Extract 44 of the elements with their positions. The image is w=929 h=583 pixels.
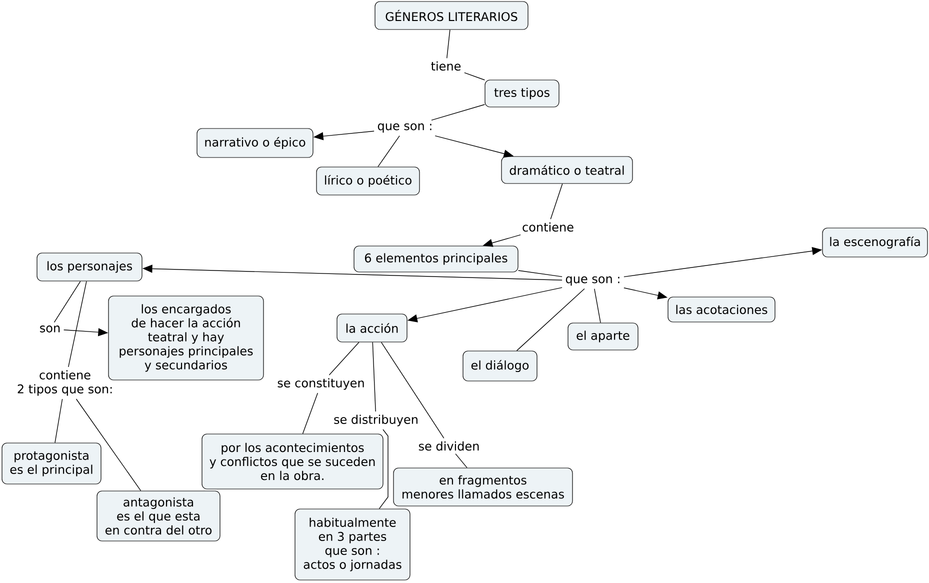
connector-line bbox=[68, 280, 87, 368]
concept-box: tres tipos bbox=[484, 80, 560, 108]
concept-box: 6 elementos principales bbox=[354, 246, 518, 272]
concept-box: por los acontecimientos y conflictos que se suceden en la obra. bbox=[202, 434, 384, 490]
connector-line bbox=[380, 342, 444, 438]
linking-phrase: se dividen bbox=[418, 441, 479, 451]
concept-box: las acotaciones bbox=[668, 296, 776, 322]
linking-phrase: que son : bbox=[566, 276, 620, 286]
concept-box: antagonista es el que esta en contra del otro bbox=[96, 490, 220, 542]
linking-phrase: son bbox=[40, 326, 60, 332]
concept-box: en fragmentos menores llamados escenas bbox=[393, 468, 573, 506]
connector-line bbox=[550, 183, 563, 220]
connector-line bbox=[302, 392, 318, 434]
connector-line bbox=[455, 453, 468, 468]
linking-phrase: se constituyen bbox=[278, 378, 364, 390]
connector-line bbox=[328, 342, 360, 376]
concept-box: la acción bbox=[336, 314, 408, 342]
connector-line bbox=[76, 398, 142, 492]
concept-box: la escenografía bbox=[822, 228, 928, 258]
connector-line bbox=[516, 288, 585, 352]
concept-box: habitualmente en 3 partes que son : actos o jornadas bbox=[294, 508, 410, 580]
connector-line bbox=[446, 29, 450, 58]
concept-box: narrativo o épico bbox=[196, 128, 314, 158]
concept-box: lírico o poético bbox=[316, 166, 420, 196]
connector-line bbox=[518, 270, 562, 278]
connector-line bbox=[54, 398, 63, 444]
connector-line bbox=[378, 429, 388, 510]
linking-phrase: se distribuyen bbox=[334, 414, 418, 426]
connector-line bbox=[464, 72, 486, 80]
concept-box: protagonista es el principal bbox=[2, 442, 102, 484]
concept-box: el diálogo bbox=[462, 350, 538, 382]
concept-box: los encargados de hacer la acción teatral y hay personajes principales y secundarios bbox=[108, 296, 264, 380]
connector-line bbox=[594, 288, 601, 324]
concept-box: los personajes bbox=[36, 252, 142, 282]
linking-phrase: que son : bbox=[378, 123, 432, 133]
connector-line bbox=[54, 280, 81, 323]
concept-box: dramático o teatral bbox=[501, 156, 633, 184]
connector-line bbox=[431, 104, 486, 121]
linking-phrase: tiene bbox=[431, 61, 461, 71]
connector-line bbox=[378, 135, 400, 168]
concept-box: el aparte bbox=[568, 322, 638, 350]
concept-box: GÉNEROS LITERARIOS bbox=[374, 1, 528, 30]
connector-line bbox=[372, 342, 376, 412]
linking-phrase: contiene bbox=[522, 222, 574, 232]
